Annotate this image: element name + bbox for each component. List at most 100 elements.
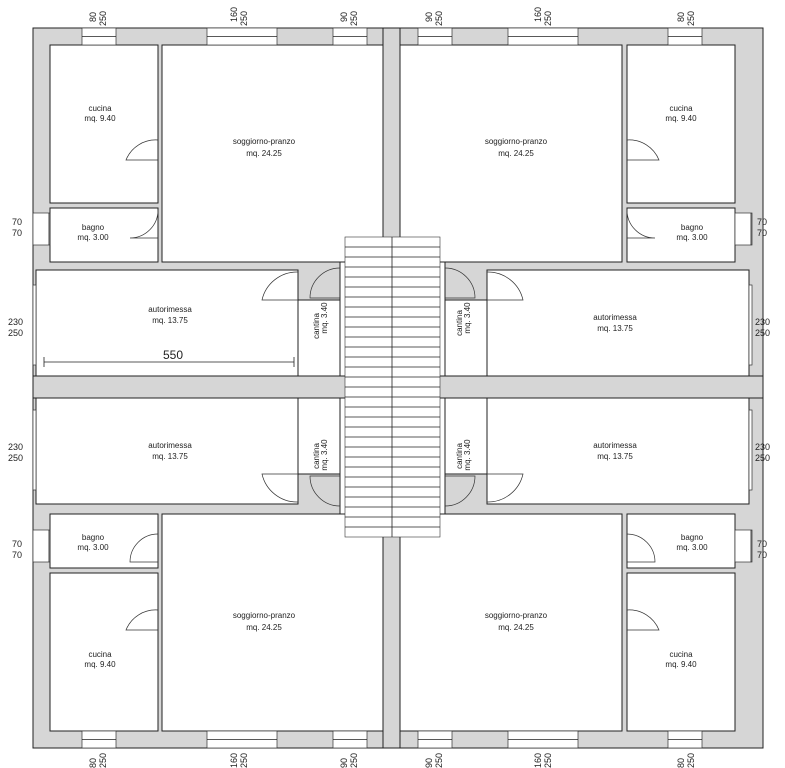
- room-autorimessa-tr: [486, 269, 750, 377]
- label-cantina-area-bl: mq. 3.40: [320, 439, 329, 471]
- label-soggiorno-br: soggiorno-pranzo: [485, 611, 548, 620]
- label-cucina-area-tl: mq. 9.40: [84, 114, 116, 123]
- label-cantina-tr: cantina: [455, 310, 464, 336]
- dimension-side-left: 70: [12, 550, 22, 560]
- door-swing: [444, 475, 476, 507]
- label-bagno-bl: bagno: [82, 533, 105, 542]
- label-autorimessa-area-bl: mq. 13.75: [152, 452, 188, 461]
- room-bagno-br: [626, 513, 736, 569]
- label-cucina-br: cucina: [669, 650, 693, 659]
- garage-door: [32, 284, 37, 366]
- dimension-top: 160: [229, 7, 239, 22]
- door-swing: [129, 533, 159, 563]
- dimension-bottom: 80: [88, 758, 98, 768]
- label-bagno-tl: bagno: [82, 223, 105, 232]
- door-swing: [309, 267, 341, 299]
- dimension-bottom: 160: [229, 753, 239, 768]
- dimension-top: 90: [339, 12, 349, 22]
- dimension-550: 550: [163, 348, 183, 362]
- door-swing: [444, 267, 476, 299]
- dimension-side-left: 230: [8, 317, 23, 327]
- dimension-side-left: 230: [8, 442, 23, 452]
- room-soggiorno-br: [399, 513, 623, 732]
- label-soggiorno-area-tr: mq. 24.25: [498, 149, 534, 158]
- dimension-bottom: 250: [239, 753, 249, 768]
- dimension-top: 250: [434, 11, 444, 26]
- label-cucina-area-tr: mq. 9.40: [665, 114, 697, 123]
- door-swing: [125, 609, 159, 631]
- room-autorimessa-br: [486, 397, 750, 505]
- label-autorimessa-br: autorimessa: [593, 441, 637, 450]
- label-autorimessa-tr: autorimessa: [593, 313, 637, 322]
- doors: [125, 139, 660, 631]
- dimension-bottom: 250: [349, 753, 359, 768]
- dimension-side-right: 250: [755, 328, 770, 338]
- dimension-side-left: 70: [12, 539, 22, 549]
- room-autorimessa-bl: [35, 397, 299, 505]
- dimension-bottom: 90: [424, 758, 434, 768]
- dimension-side-right: 70: [757, 228, 767, 238]
- stairs: [344, 236, 441, 538]
- dimension-bottom: 250: [543, 753, 553, 768]
- dimension-side-right: 70: [757, 539, 767, 549]
- dimension-side-left: 70: [12, 228, 22, 238]
- label-cucina-tl: cucina: [88, 104, 112, 113]
- label-bagno-area-bl: mq. 3.00: [77, 543, 109, 552]
- dimension-side-left: 70: [12, 217, 22, 227]
- label-bagno-area-tl: mq. 3.00: [77, 233, 109, 242]
- dimension-side-right: 250: [755, 453, 770, 463]
- window: [734, 529, 753, 563]
- label-cantina-bl: cantina: [312, 443, 321, 469]
- door-swing: [626, 139, 660, 161]
- label-cantina-area-tl: mq. 3.40: [320, 302, 329, 334]
- label-cantina-br: cantina: [455, 443, 464, 469]
- window: [734, 212, 753, 246]
- garage-door: [748, 284, 753, 366]
- dimension-top: 250: [239, 11, 249, 26]
- label-bagno-area-br: mq. 3.00: [676, 543, 708, 552]
- label-autorimessa-area-tr: mq. 13.75: [597, 324, 633, 333]
- door-swing: [261, 271, 299, 301]
- dimension-bottom: 90: [339, 758, 349, 768]
- door-swing: [486, 271, 524, 301]
- room-soggiorno-bl: [161, 513, 384, 732]
- door-swing: [486, 473, 524, 503]
- door-swing: [626, 609, 660, 631]
- dimension-side-left: 250: [8, 328, 23, 338]
- label-bagno-area-tr: mq. 3.00: [676, 233, 708, 242]
- door-swing: [626, 209, 656, 239]
- room-cucina-tl: [49, 44, 159, 204]
- dimension-side-right: 230: [755, 317, 770, 327]
- garage-door: [32, 409, 37, 491]
- room-autorimessa-tl: [35, 269, 299, 377]
- door-swing: [309, 475, 341, 507]
- label-autorimessa-area-tl: mq. 13.75: [152, 316, 188, 325]
- dimension-top: 80: [676, 12, 686, 22]
- label-soggiorno-bl: soggiorno-pranzo: [233, 611, 296, 620]
- room-cantina-bl: [297, 397, 341, 475]
- dimension-bottom: 250: [686, 753, 696, 768]
- dimension-top: 250: [686, 11, 696, 26]
- dimension-bottom: 160: [533, 753, 543, 768]
- label-cucina-bl: cucina: [88, 650, 112, 659]
- label-autorimessa-area-br: mq. 13.75: [597, 452, 633, 461]
- door-swing: [125, 139, 159, 161]
- label-cucina-area-bl: mq. 9.40: [84, 660, 116, 669]
- label-cucina-area-br: mq. 9.40: [665, 660, 697, 669]
- dimension-top: 90: [424, 12, 434, 22]
- room-cucina-tr: [626, 44, 736, 204]
- garage-door: [748, 409, 753, 491]
- label-cucina-tr: cucina: [669, 104, 693, 113]
- windows: [32, 27, 753, 749]
- dimension-side-right: 70: [757, 217, 767, 227]
- label-soggiorno-area-tl: mq. 24.25: [246, 149, 282, 158]
- label-cantina-area-br: mq. 3.40: [463, 439, 472, 471]
- label-cantina-area-tr: mq. 3.40: [463, 302, 472, 334]
- dimension-bottom: 250: [434, 753, 444, 768]
- dimension-bottom: 250: [98, 753, 108, 768]
- label-soggiorno-area-br: mq. 24.25: [498, 623, 534, 632]
- room-bagno-tr: [626, 207, 736, 263]
- label-soggiorno-tr: soggiorno-pranzo: [485, 137, 548, 146]
